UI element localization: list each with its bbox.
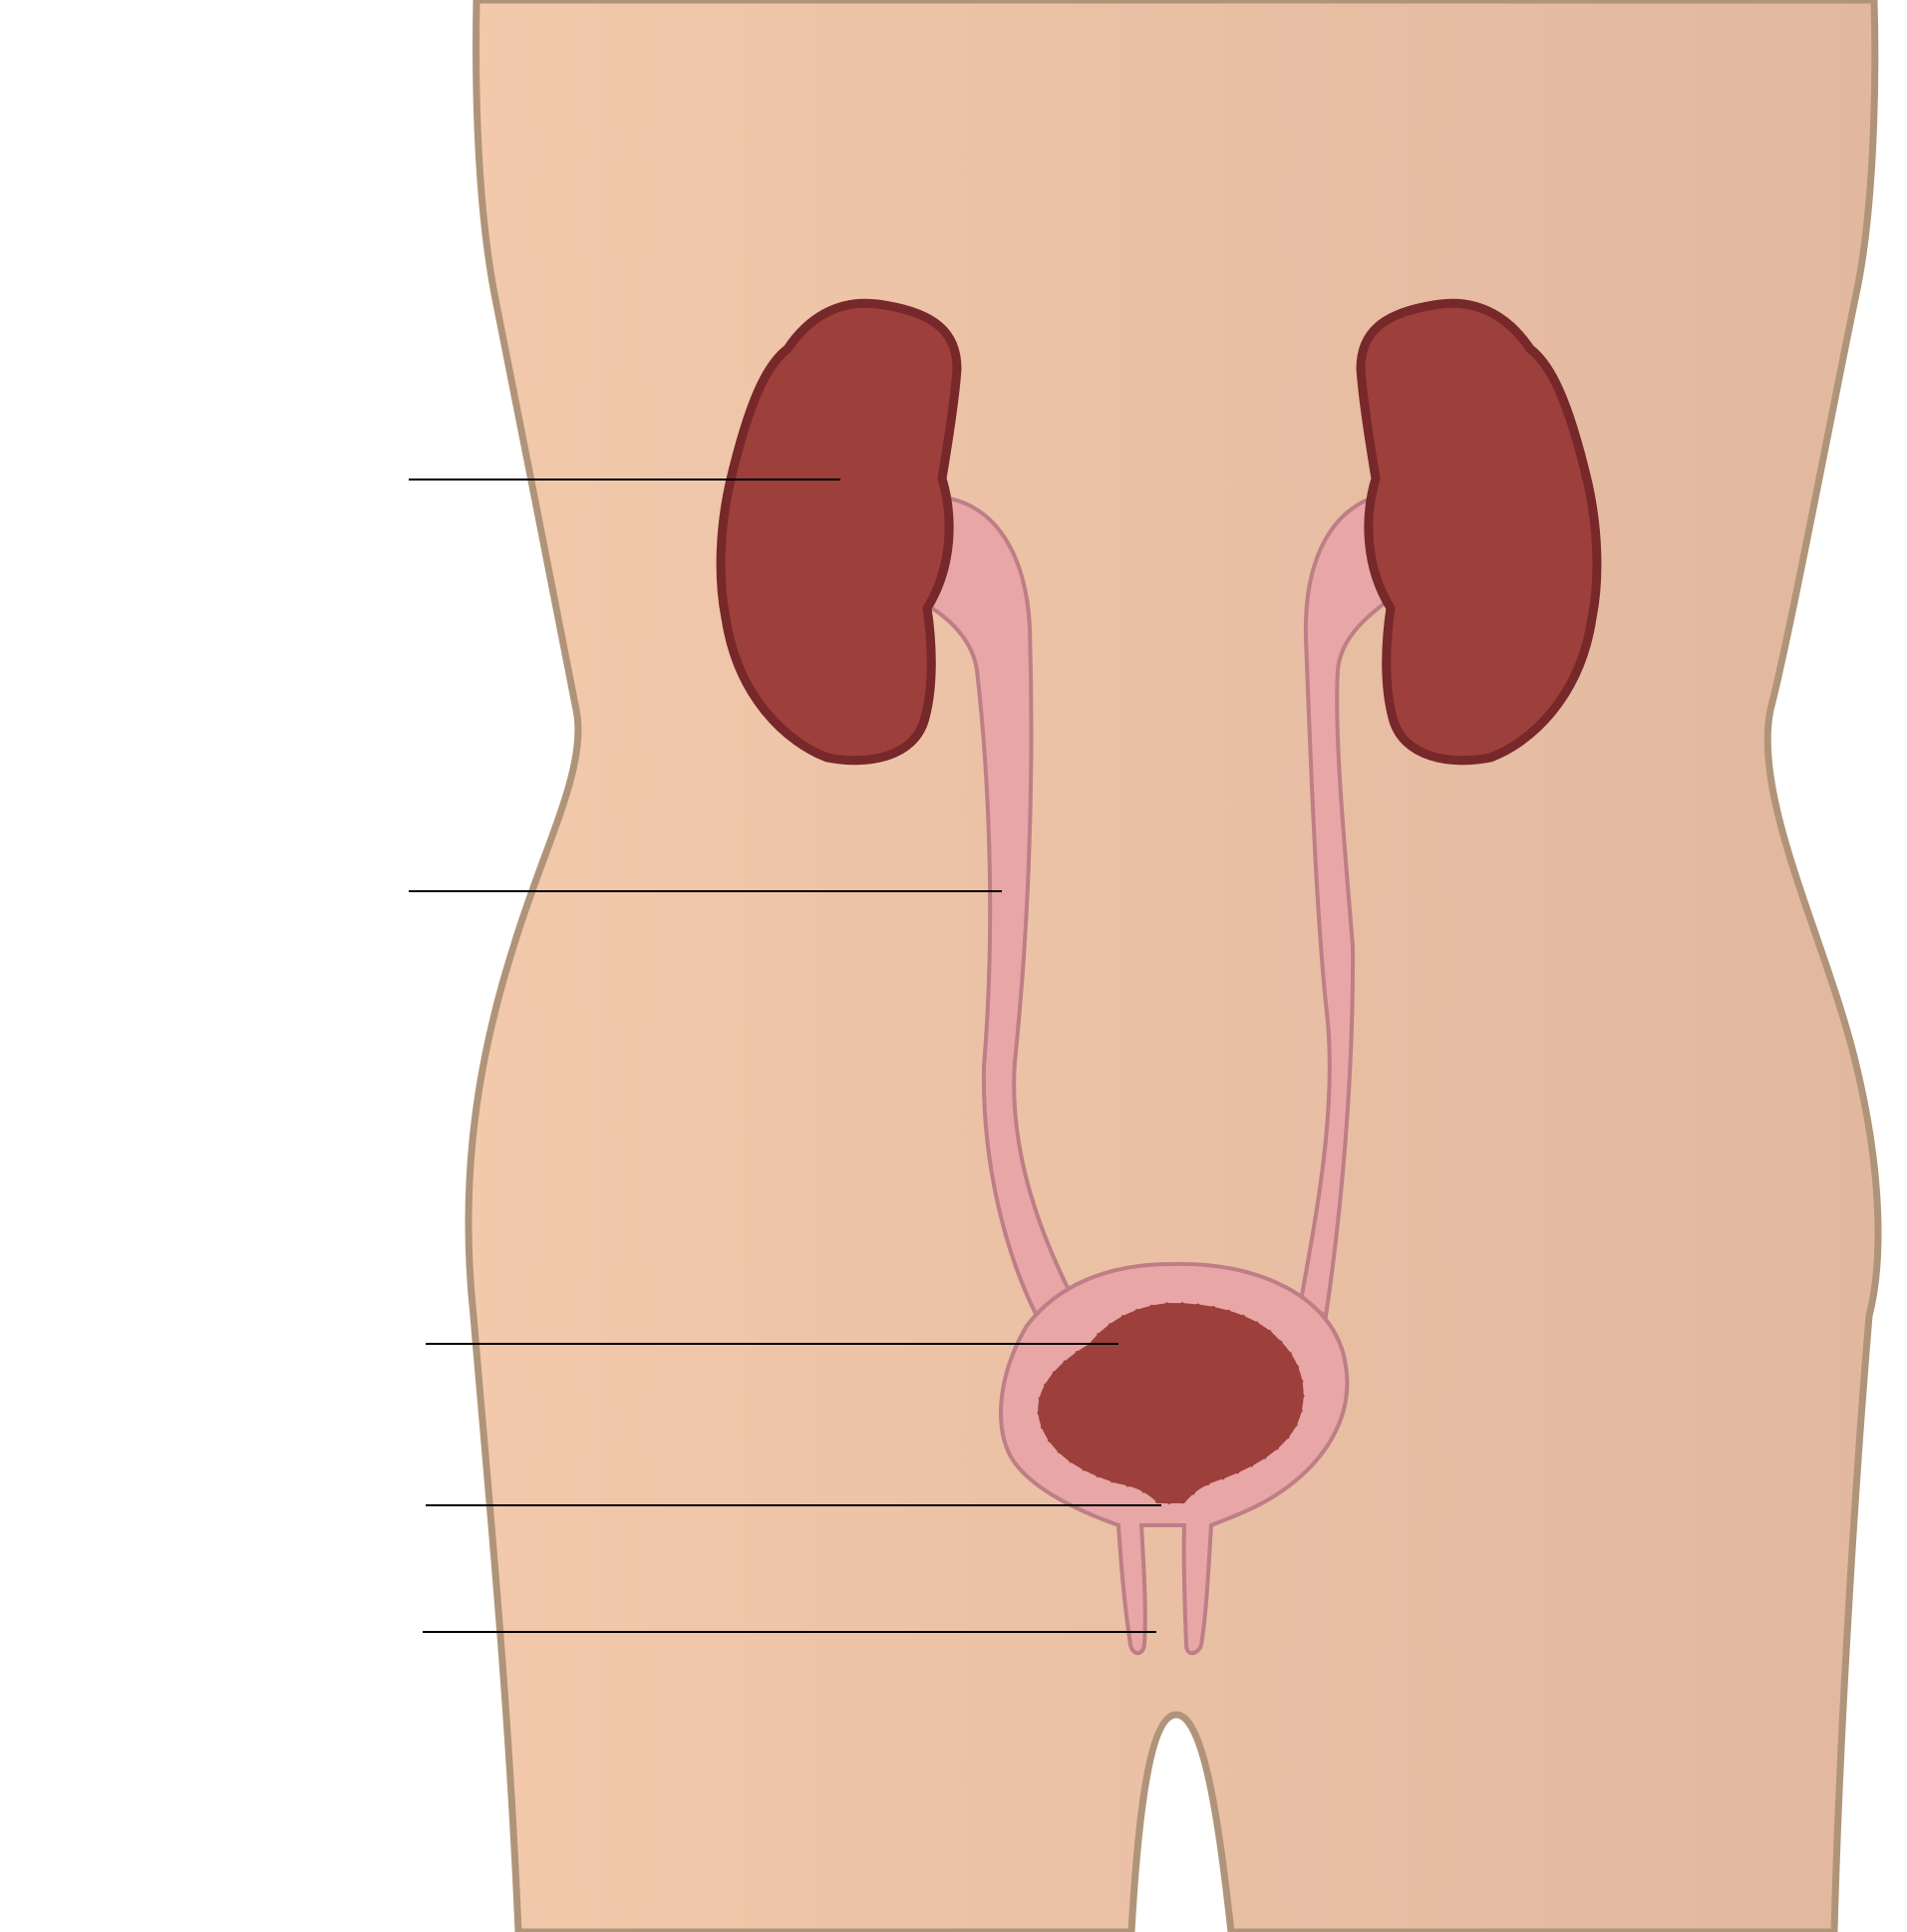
- torso: [465, 0, 1882, 1932]
- kidney-right: [1356, 298, 1602, 766]
- bladder-lumen: [1030, 1294, 1312, 1511]
- kidney-left: [716, 298, 962, 766]
